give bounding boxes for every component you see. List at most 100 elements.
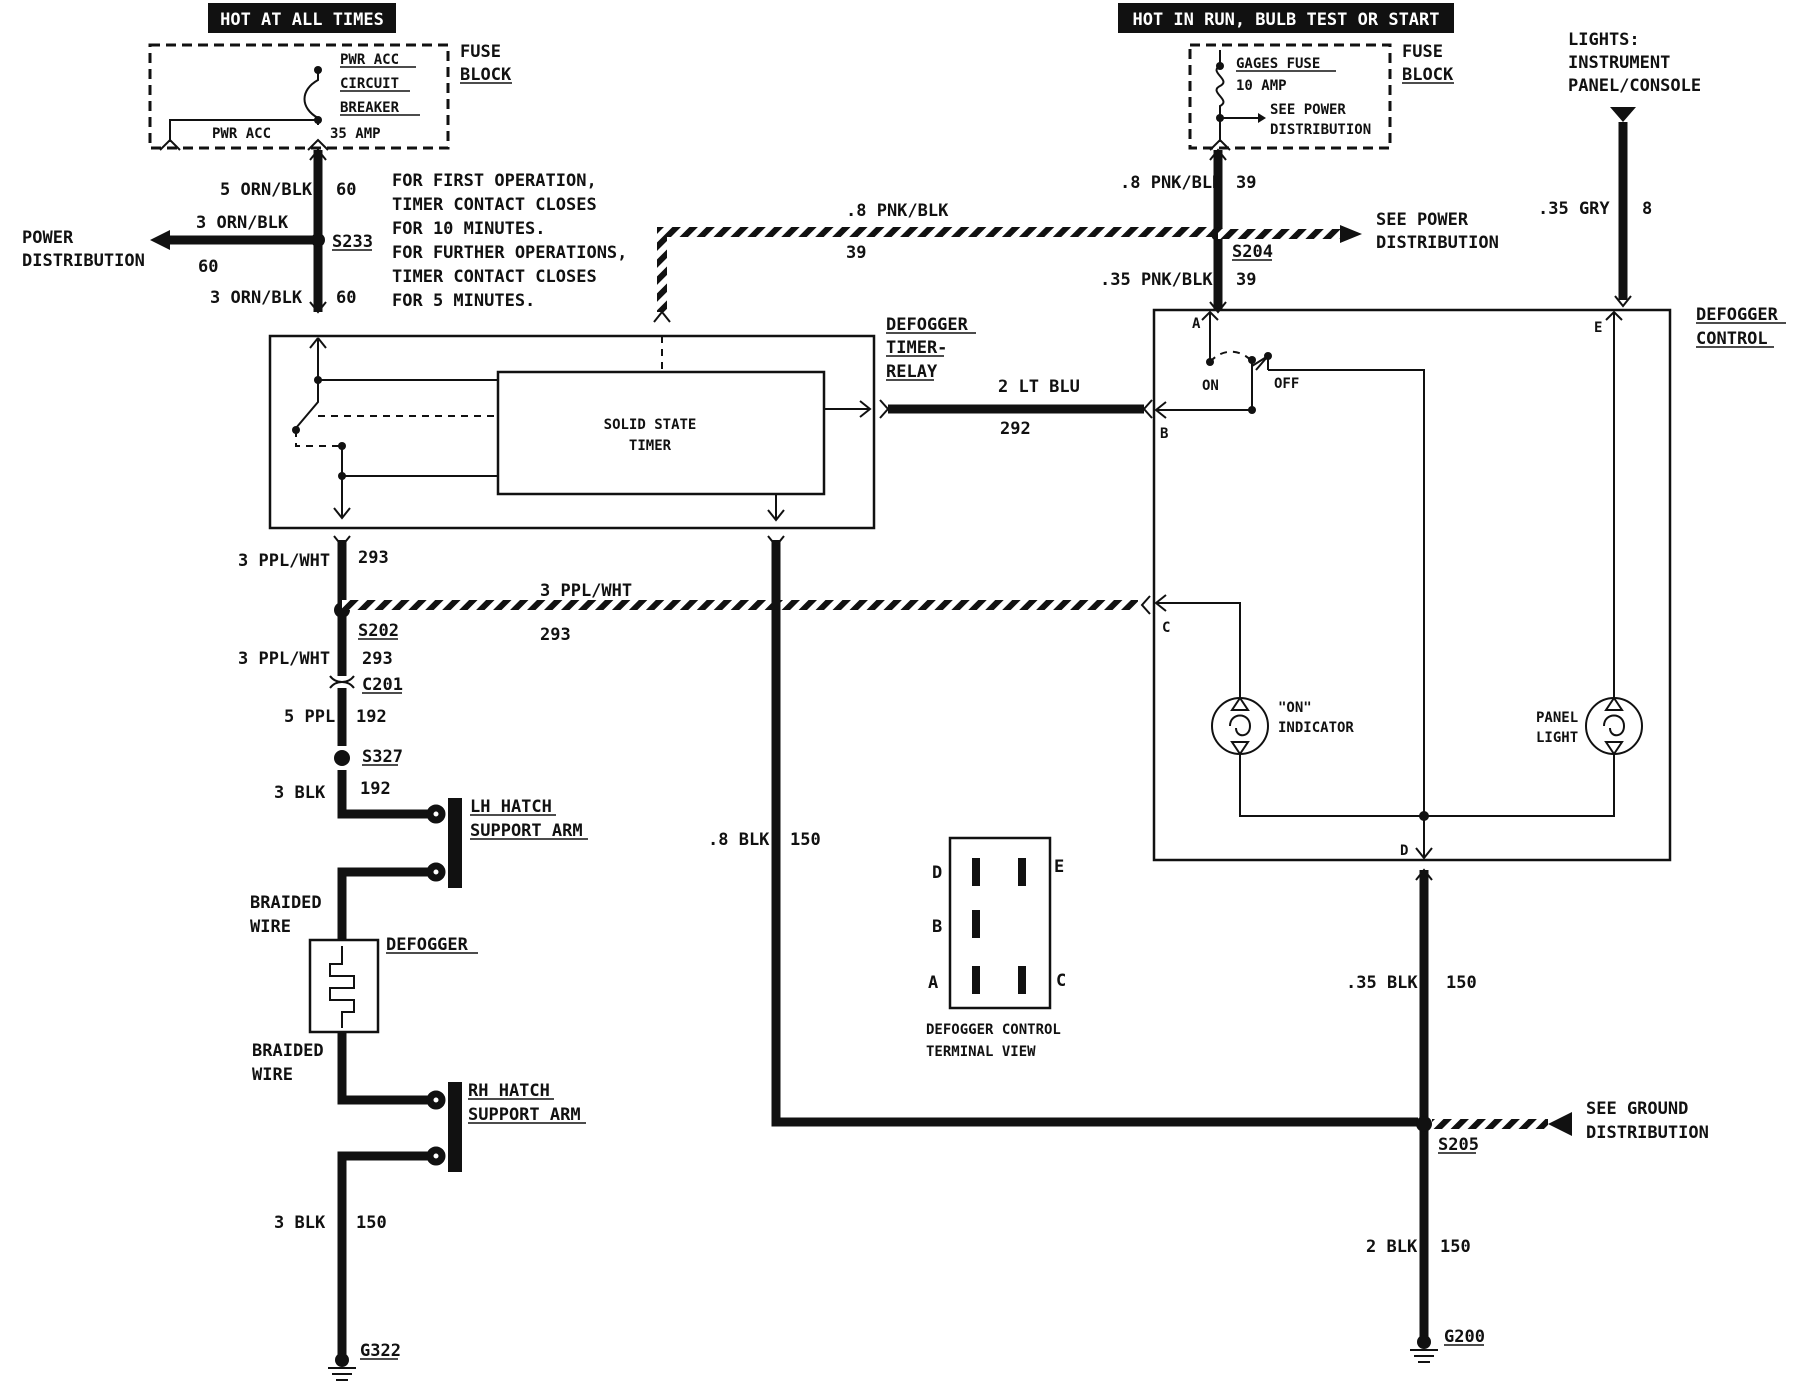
svg-text:DEFOGGER: DEFOGGER bbox=[1696, 305, 1779, 325]
connector-c201: C201 bbox=[362, 675, 403, 695]
svg-text:.8 PNK/BLK: .8 PNK/BLK bbox=[1120, 173, 1223, 193]
svg-text:DISTRIBUTION: DISTRIBUTION bbox=[1376, 233, 1499, 253]
svg-text:150: 150 bbox=[1440, 1237, 1471, 1257]
svg-text:WIRE: WIRE bbox=[250, 917, 291, 937]
svg-text:BRAIDED: BRAIDED bbox=[252, 1041, 324, 1061]
svg-text:BRAIDED: BRAIDED bbox=[250, 893, 322, 913]
svg-text:150: 150 bbox=[356, 1213, 387, 1233]
ground-g200: G200 bbox=[1410, 1327, 1485, 1363]
svg-text:E: E bbox=[1054, 857, 1064, 877]
timer-notes: FOR FIRST OPERATION, TIMER CONTACT CLOSE… bbox=[392, 171, 627, 311]
svg-text:.35 GRY: .35 GRY bbox=[1538, 199, 1610, 219]
svg-text:60: 60 bbox=[336, 180, 356, 200]
splice-s327: S327 bbox=[362, 747, 403, 767]
svg-text:E: E bbox=[1594, 320, 1602, 336]
circuit-292-wire: 2 LT BLU 292 bbox=[879, 377, 1153, 439]
svg-text:SEE POWER: SEE POWER bbox=[1376, 210, 1469, 230]
svg-text:BLOCK: BLOCK bbox=[460, 65, 512, 85]
svg-text:293: 293 bbox=[358, 548, 389, 568]
svg-text:.8 BLK: .8 BLK bbox=[708, 830, 770, 850]
svg-text:SEE POWER: SEE POWER bbox=[1270, 102, 1346, 118]
splice-s204: S204 bbox=[1232, 242, 1273, 262]
svg-text:D: D bbox=[1400, 843, 1408, 859]
svg-text:FOR 5 MINUTES.: FOR 5 MINUTES. bbox=[392, 291, 535, 311]
svg-text:2 LT BLU: 2 LT BLU bbox=[998, 377, 1080, 397]
splice-s233: S233 bbox=[332, 232, 373, 252]
svg-text:HOT IN RUN, BULB TEST OR START: HOT IN RUN, BULB TEST OR START bbox=[1132, 10, 1439, 30]
svg-text:FOR FIRST OPERATION,: FOR FIRST OPERATION, bbox=[392, 171, 597, 191]
svg-text:10 AMP: 10 AMP bbox=[1236, 78, 1287, 94]
splice-s205: S205 bbox=[1438, 1135, 1479, 1155]
svg-text:192: 192 bbox=[360, 779, 391, 799]
svg-text:39: 39 bbox=[1236, 173, 1256, 193]
splice-s202: S202 bbox=[358, 621, 399, 641]
svg-text:.8 PNK/BLK: .8 PNK/BLK bbox=[846, 201, 949, 221]
svg-text:5 PPL: 5 PPL bbox=[284, 707, 335, 727]
svg-text:PANEL/CONSOLE: PANEL/CONSOLE bbox=[1568, 76, 1701, 96]
svg-text:SOLID STATE: SOLID STATE bbox=[604, 417, 697, 433]
svg-text:A: A bbox=[1192, 316, 1201, 332]
svg-text:3 PPL/WHT: 3 PPL/WHT bbox=[540, 581, 632, 601]
circuit-192-wires: C201 5 PPL 192 S327 3 BLK 192 bbox=[274, 675, 430, 819]
svg-text:FUSE: FUSE bbox=[460, 42, 501, 62]
svg-text:DISTRIBUTION: DISTRIBUTION bbox=[1586, 1123, 1709, 1143]
circuit-293-wires: 3 PPL/WHT 293 3 PPL/WHT 293 S202 3 PPL/W… bbox=[238, 535, 1151, 676]
svg-text:35 AMP: 35 AMP bbox=[330, 126, 381, 142]
svg-text:3 ORN/BLK: 3 ORN/BLK bbox=[210, 288, 303, 308]
rh-hatch-support-arm: RH HATCH SUPPORT ARM bbox=[337, 1032, 586, 1360]
svg-text:293: 293 bbox=[540, 625, 571, 645]
svg-text:2 BLK: 2 BLK bbox=[1366, 1237, 1418, 1257]
left-fuse-block: FUSE BLOCK PWR ACC CIRCUIT BREAKER PWR A… bbox=[148, 42, 512, 151]
svg-text:GAGES FUSE: GAGES FUSE bbox=[1236, 56, 1320, 72]
svg-text:.35 PNK/BLK: .35 PNK/BLK bbox=[1100, 270, 1213, 290]
svg-text:"ON": "ON" bbox=[1278, 700, 1312, 716]
svg-text:G200: G200 bbox=[1444, 1327, 1485, 1347]
power-distribution-left: POWER DISTRIBUTION bbox=[22, 228, 145, 271]
svg-text:B: B bbox=[1160, 426, 1168, 442]
svg-text:DISTRIBUTION: DISTRIBUTION bbox=[22, 251, 145, 271]
svg-text:RELAY: RELAY bbox=[886, 362, 938, 382]
svg-text:3 ORN/BLK: 3 ORN/BLK bbox=[196, 213, 289, 233]
svg-text:SUPPORT ARM: SUPPORT ARM bbox=[470, 821, 583, 841]
svg-text:DEFOGGER: DEFOGGER bbox=[386, 935, 469, 955]
ground-g322: 3 BLK 150 G322 bbox=[274, 1213, 401, 1381]
svg-text:WIRE: WIRE bbox=[252, 1065, 293, 1085]
lh-hatch-support-arm: LH HATCH SUPPORT ARM bbox=[337, 797, 588, 940]
lights-instrument-panel-label: LIGHTS: INSTRUMENT PANEL/CONSOLE bbox=[1568, 30, 1701, 122]
svg-text:G322: G322 bbox=[360, 1341, 401, 1361]
svg-text:A: A bbox=[928, 973, 938, 993]
svg-text:C: C bbox=[1056, 971, 1066, 991]
svg-text:3 PPL/WHT: 3 PPL/WHT bbox=[238, 551, 330, 571]
svg-text:FOR 10 MINUTES.: FOR 10 MINUTES. bbox=[392, 219, 546, 239]
svg-text:5 ORN/BLK: 5 ORN/BLK bbox=[220, 180, 313, 200]
svg-text:.35 BLK: .35 BLK bbox=[1346, 973, 1418, 993]
svg-text:CONTROL: CONTROL bbox=[1696, 329, 1768, 349]
svg-text:LIGHT: LIGHT bbox=[1536, 730, 1578, 746]
defogger-control: DEFOGGER CONTROL A E B C D ON OFF "ON" bbox=[1152, 305, 1786, 862]
svg-text:POWER: POWER bbox=[22, 228, 74, 248]
svg-text:60: 60 bbox=[198, 257, 218, 277]
hot-in-run-banner: HOT IN RUN, BULB TEST OR START bbox=[1118, 3, 1454, 33]
circuit-60-wires: 5 ORN/BLK 60 3 ORN/BLK 60 S233 3 ORN/BLK… bbox=[150, 148, 373, 314]
svg-text:DISTRIBUTION: DISTRIBUTION bbox=[1270, 122, 1371, 138]
svg-text:292: 292 bbox=[1000, 419, 1031, 439]
svg-text:INSTRUMENT: INSTRUMENT bbox=[1568, 53, 1670, 73]
svg-text:PWR ACC: PWR ACC bbox=[212, 126, 271, 142]
svg-text:FUSE: FUSE bbox=[1402, 42, 1443, 62]
svg-text:293: 293 bbox=[362, 649, 393, 669]
power-distribution-right: SEE POWER DISTRIBUTION bbox=[1376, 210, 1499, 253]
circuit-39-wires: .8 PNK/BLK 39 .8 PNK/BLK 39 S204 .35 PNK… bbox=[653, 148, 1362, 323]
svg-text:192: 192 bbox=[356, 707, 387, 727]
svg-text:3 PPL/WHT: 3 PPL/WHT bbox=[238, 649, 330, 669]
svg-text:CIRCUIT: CIRCUIT bbox=[340, 76, 399, 92]
svg-text:DEFOGGER CONTROL: DEFOGGER CONTROL bbox=[926, 1022, 1061, 1038]
svg-text:RH HATCH: RH HATCH bbox=[468, 1081, 550, 1101]
svg-text:PWR ACC: PWR ACC bbox=[340, 52, 399, 68]
defogger-timer-relay: DEFOGGER TIMER- RELAY SOLID STATE TIMER bbox=[268, 315, 976, 530]
svg-text:FOR FURTHER OPERATIONS,: FOR FURTHER OPERATIONS, bbox=[392, 243, 627, 263]
circuit-8-wire: .35 GRY 8 bbox=[1538, 122, 1652, 308]
svg-text:39: 39 bbox=[1236, 270, 1256, 290]
svg-text:DEFOGGER: DEFOGGER bbox=[886, 315, 969, 335]
hot-at-all-times-banner: HOT AT ALL TIMES bbox=[208, 3, 396, 33]
svg-text:OFF: OFF bbox=[1274, 376, 1299, 392]
